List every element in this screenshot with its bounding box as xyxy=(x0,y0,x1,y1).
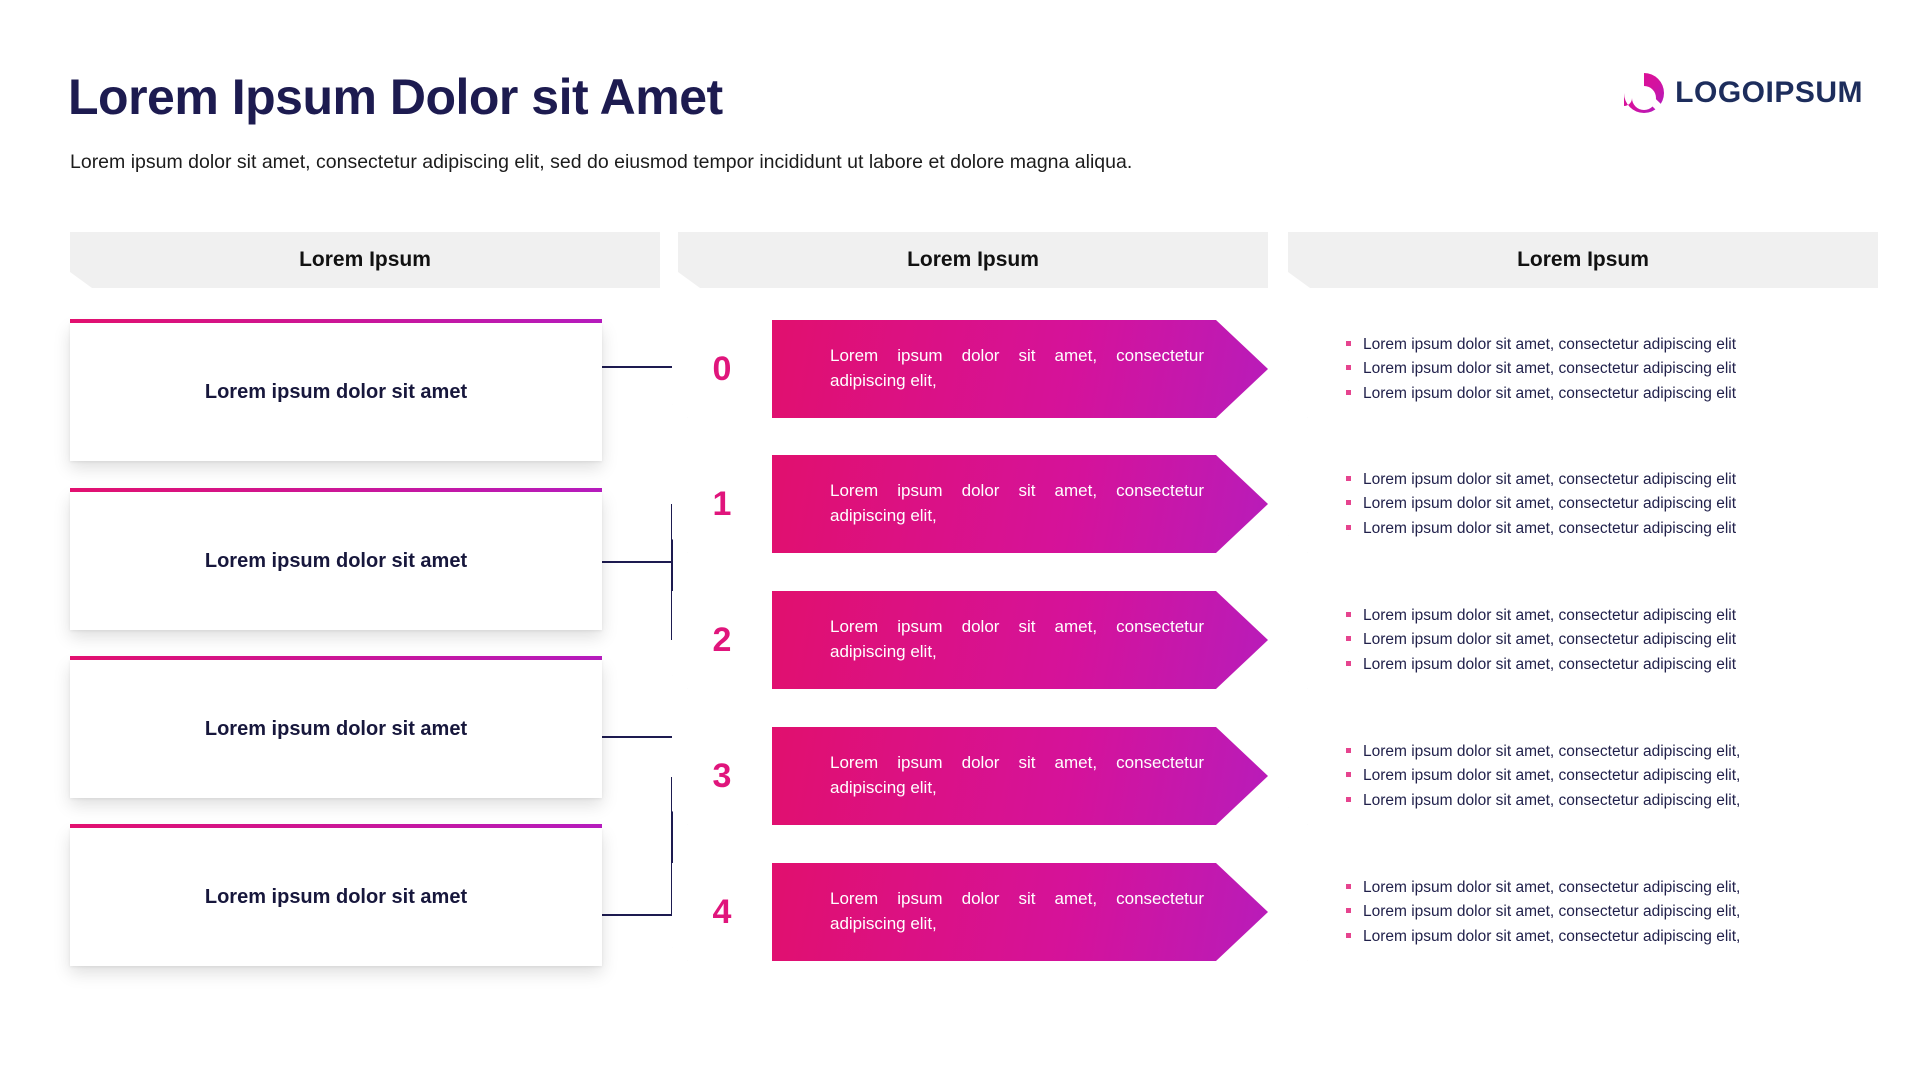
left-card-accent-bar xyxy=(70,319,602,323)
step-number-card: 3 xyxy=(672,727,772,825)
left-card-accent-bar xyxy=(70,824,602,828)
bullet-icon xyxy=(1346,365,1351,370)
left-card-1[interactable]: Lorem ipsum dolor sit amet xyxy=(70,488,602,630)
list-item-text: Lorem ipsum dolor sit amet, consectetur … xyxy=(1363,335,1737,353)
detail-card-0[interactable]: Lorem ipsum dolor sit amet, consectetur … xyxy=(1288,320,1878,418)
bullet-icon xyxy=(1346,636,1351,641)
step-number-card: 2 xyxy=(672,591,772,689)
detail-card-3[interactable]: Lorem ipsum dolor sit amet, consectetur … xyxy=(1288,727,1878,825)
list-item: Lorem ipsum dolor sit amet, consectetur … xyxy=(1346,519,1878,538)
column-header-left-label: Lorem Ipsum xyxy=(299,248,431,271)
detail-card-1[interactable]: Lorem ipsum dolor sit amet, consectetur … xyxy=(1288,455,1878,553)
process-row-3[interactable]: 3 Lorem ipsum dolor sit amet, consectetu… xyxy=(672,727,1268,825)
step-number: 2 xyxy=(712,620,732,659)
left-card-3[interactable]: Lorem ipsum dolor sit amet xyxy=(70,824,602,966)
process-row-1[interactable]: 1 Lorem ipsum dolor sit amet, consectetu… xyxy=(672,455,1268,553)
list-item-text: Lorem ipsum dolor sit amet, consectetur … xyxy=(1363,360,1737,378)
list-item-text: Lorem ipsum dolor sit amet, consectetur … xyxy=(1363,878,1741,896)
step-number-card: 0 xyxy=(672,320,772,418)
step-number: 1 xyxy=(712,484,732,523)
detail-card-4[interactable]: Lorem ipsum dolor sit amet, consectetur … xyxy=(1288,863,1878,961)
page-subtitle: Lorem ipsum dolor sit amet, consectetur … xyxy=(70,151,1133,173)
step-number-card: 1 xyxy=(672,455,772,553)
list-item: Lorem ipsum dolor sit amet, consectetur … xyxy=(1346,927,1878,946)
step-arrow-banner[interactable]: Lorem ipsum dolor sit amet, consectetur … xyxy=(772,727,1268,825)
step-number: 4 xyxy=(712,892,732,931)
step-arrow-text: Lorem ipsum dolor sit amet, consectetur … xyxy=(830,346,1204,390)
page-title: Lorem Ipsum Dolor sit Amet xyxy=(68,69,723,125)
list-item-text: Lorem ipsum dolor sit amet, consectetur … xyxy=(1363,631,1737,649)
bullet-icon xyxy=(1346,748,1351,753)
step-number: 3 xyxy=(712,756,732,795)
column-header-middle: Lorem Ipsum xyxy=(678,232,1268,288)
bullet-icon xyxy=(1346,500,1351,505)
list-item-text: Lorem ipsum dolor sit amet, consectetur … xyxy=(1363,519,1737,537)
detail-card-2[interactable]: Lorem ipsum dolor sit amet, consectetur … xyxy=(1288,591,1878,689)
step-arrow-text: Lorem ipsum dolor sit amet, consectetur … xyxy=(830,617,1204,661)
process-row-4[interactable]: 4 Lorem ipsum dolor sit amet, consectetu… xyxy=(672,863,1268,961)
list-item: Lorem ipsum dolor sit amet, consectetur … xyxy=(1346,384,1878,403)
step-arrow-text: Lorem ipsum dolor sit amet, consectetur … xyxy=(830,753,1204,797)
list-item-text: Lorem ipsum dolor sit amet, consectetur … xyxy=(1363,903,1741,921)
process-row-2[interactable]: 2 Lorem ipsum dolor sit amet, consectetu… xyxy=(672,591,1268,689)
circle-notch-icon xyxy=(1623,72,1665,114)
step-number: 0 xyxy=(712,349,732,388)
list-item: Lorem ipsum dolor sit amet, consectetur … xyxy=(1346,742,1878,761)
bullet-icon xyxy=(1346,933,1351,938)
step-arrow-banner[interactable]: Lorem ipsum dolor sit amet, consectetur … xyxy=(772,320,1268,418)
column-header-right: Lorem Ipsum xyxy=(1288,232,1878,288)
step-arrow-text: Lorem ipsum dolor sit amet, consectetur … xyxy=(830,481,1204,525)
list-item-text: Lorem ipsum dolor sit amet, consectetur … xyxy=(1363,655,1737,673)
column-header-left: Lorem Ipsum xyxy=(70,232,660,288)
bullet-icon xyxy=(1346,884,1351,889)
bullet-icon xyxy=(1346,476,1351,481)
left-card-label: Lorem ipsum dolor sit amet xyxy=(204,717,468,740)
list-item-text: Lorem ipsum dolor sit amet, consectetur … xyxy=(1363,767,1741,785)
left-card-label: Lorem ipsum dolor sit amet xyxy=(204,549,468,572)
list-item: Lorem ipsum dolor sit amet, consectetur … xyxy=(1346,630,1878,649)
column-header-right-label: Lorem Ipsum xyxy=(1517,248,1649,271)
logo-text: LOGOIPSUM xyxy=(1675,76,1863,109)
bullet-icon xyxy=(1346,525,1351,530)
list-item: Lorem ipsum dolor sit amet, consectetur … xyxy=(1346,766,1878,785)
step-arrow-banner[interactable]: Lorem ipsum dolor sit amet, consectetur … xyxy=(772,455,1268,553)
list-item: Lorem ipsum dolor sit amet, consectetur … xyxy=(1346,494,1878,513)
list-item-text: Lorem ipsum dolor sit amet, consectetur … xyxy=(1363,384,1737,402)
column-header-middle-label: Lorem Ipsum xyxy=(907,248,1039,271)
logo: LOGOIPSUM xyxy=(1623,72,1863,114)
process-row-0[interactable]: 0 Lorem ipsum dolor sit amet, consectetu… xyxy=(672,320,1268,418)
step-arrow-banner[interactable]: Lorem ipsum dolor sit amet, consectetur … xyxy=(772,863,1268,961)
step-number-card: 4 xyxy=(672,863,772,961)
list-item-text: Lorem ipsum dolor sit amet, consectetur … xyxy=(1363,791,1741,809)
step-arrow-banner[interactable]: Lorem ipsum dolor sit amet, consectetur … xyxy=(772,591,1268,689)
left-card-2[interactable]: Lorem ipsum dolor sit amet xyxy=(70,656,602,798)
bullet-icon xyxy=(1346,908,1351,913)
list-item: Lorem ipsum dolor sit amet, consectetur … xyxy=(1346,655,1878,674)
list-item-text: Lorem ipsum dolor sit amet, consectetur … xyxy=(1363,742,1741,760)
list-item-text: Lorem ipsum dolor sit amet, consectetur … xyxy=(1363,495,1737,513)
list-item: Lorem ipsum dolor sit amet, consectetur … xyxy=(1346,791,1878,810)
left-card-label: Lorem ipsum dolor sit amet xyxy=(204,380,468,403)
list-item-text: Lorem ipsum dolor sit amet, consectetur … xyxy=(1363,470,1737,488)
bullet-icon xyxy=(1346,772,1351,777)
left-card-label: Lorem ipsum dolor sit amet xyxy=(204,885,468,908)
list-item: Lorem ipsum dolor sit amet, consectetur … xyxy=(1346,335,1878,354)
left-card-accent-bar xyxy=(70,488,602,492)
list-item: Lorem ipsum dolor sit amet, consectetur … xyxy=(1346,878,1878,897)
bullet-icon xyxy=(1346,661,1351,666)
list-item-text: Lorem ipsum dolor sit amet, consectetur … xyxy=(1363,927,1741,945)
bullet-icon xyxy=(1346,612,1351,617)
bullet-icon xyxy=(1346,390,1351,395)
bullet-icon xyxy=(1346,797,1351,802)
step-arrow-text: Lorem ipsum dolor sit amet, consectetur … xyxy=(830,889,1204,933)
left-card-accent-bar xyxy=(70,656,602,660)
list-item-text: Lorem ipsum dolor sit amet, consectetur … xyxy=(1363,606,1737,624)
list-item: Lorem ipsum dolor sit amet, consectetur … xyxy=(1346,359,1878,378)
list-item: Lorem ipsum dolor sit amet, consectetur … xyxy=(1346,606,1878,625)
list-item: Lorem ipsum dolor sit amet, consectetur … xyxy=(1346,902,1878,921)
list-item: Lorem ipsum dolor sit amet, consectetur … xyxy=(1346,470,1878,489)
bullet-icon xyxy=(1346,341,1351,346)
left-card-0[interactable]: Lorem ipsum dolor sit amet xyxy=(70,319,602,461)
